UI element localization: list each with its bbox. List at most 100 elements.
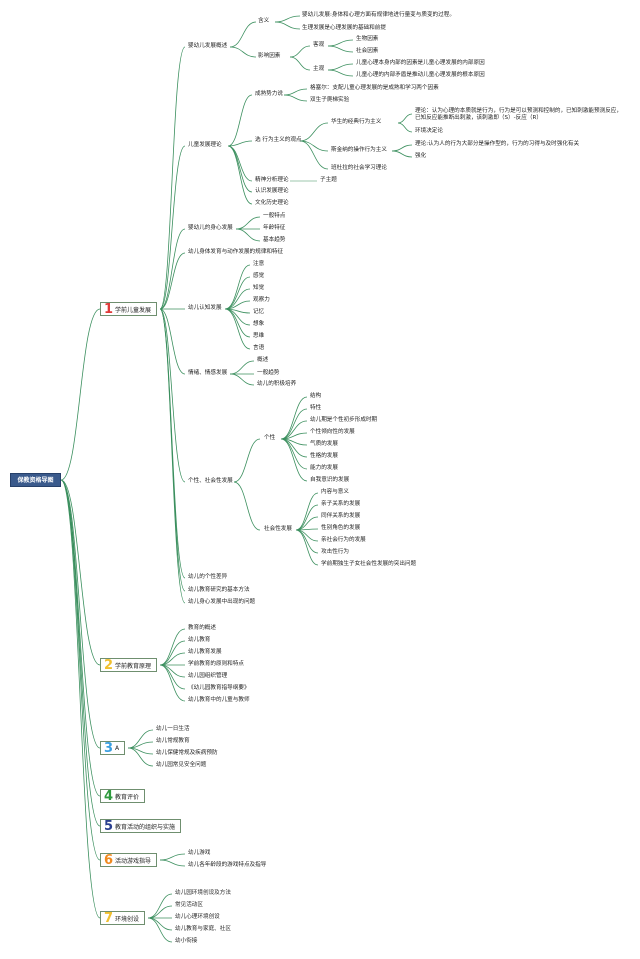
section-5-node[interactable]: 5 教育活动的组织与实施 xyxy=(100,818,182,834)
node-subjective-a[interactable]: 儿童心理本身内部的因素是儿童心理发展的内部原因 xyxy=(356,60,485,66)
node-edu-principle[interactable]: 幼儿园组织管理 xyxy=(188,673,228,679)
node-definition[interactable]: 含义 xyxy=(258,18,270,24)
section-4-node[interactable]: 4 教育评价 xyxy=(100,789,146,804)
node-personality[interactable]: 个性 xyxy=(264,435,276,441)
node-research-methods[interactable]: 幼儿教育研究的基本方法 xyxy=(188,587,250,593)
node-emotion-cultivation[interactable]: 幼儿的积极培养 xyxy=(257,381,297,387)
node-social-item[interactable]: 学前期独生子女社会性发展的突出问题 xyxy=(321,561,417,567)
node-social-item[interactable]: 性别角色的发展 xyxy=(321,525,361,531)
section-6-node[interactable]: 6 活动游戏指导 xyxy=(100,853,158,868)
node-social-item[interactable]: 同伴关系的发展 xyxy=(321,513,361,519)
node-psychoanalysis[interactable]: 精神分析理论 xyxy=(255,177,289,183)
node-physical-mental[interactable]: 婴幼儿的身心发展 xyxy=(188,225,233,231)
node-social-item[interactable]: 攻击性行为 xyxy=(321,549,349,555)
node-problems[interactable]: 幼儿身心发展中出现的问题 xyxy=(188,599,256,605)
node-bandura[interactable]: 班杜拉的社会学习理论 xyxy=(331,165,387,171)
section-label: 学前教育原理 xyxy=(115,662,152,670)
node-age-features[interactable]: 年龄特征 xyxy=(263,225,286,231)
node-cognitive-item[interactable]: 想象 xyxy=(253,321,265,327)
node-objective-b[interactable]: 社会因素 xyxy=(356,48,379,54)
node-basic-trends[interactable]: 基本趋势 xyxy=(263,237,286,243)
node-subjective[interactable]: 主观 xyxy=(313,66,325,72)
node-edu-principle[interactable]: 幼儿教育发展 xyxy=(188,649,222,655)
node-edu-principle[interactable]: 《幼儿园教育指导纲要》 xyxy=(188,685,250,691)
node-social-item[interactable]: 亲子关系的发展 xyxy=(321,501,361,507)
node-environment[interactable]: 幼儿教育与家庭、社区 xyxy=(175,926,231,932)
node-subjective-b[interactable]: 儿童心理的内部矛盾是推动儿童心理发展的根本原因 xyxy=(356,72,485,78)
section-3-node[interactable]: 3 A xyxy=(100,740,126,756)
node-personality-item[interactable]: 特性 xyxy=(310,405,322,411)
node-edu-principle[interactable]: 幼儿教育 xyxy=(188,637,211,643)
node-subtopic[interactable]: 子主题 xyxy=(320,177,337,183)
node-skinner[interactable]: 斯金纳的操作行为主义 xyxy=(331,147,387,153)
node-edu-principle[interactable]: 学前教育的原则和特点 xyxy=(188,661,244,667)
node-maturation[interactable]: 成熟势力说 xyxy=(255,91,283,97)
node-personality-item[interactable]: 自我意识的发展 xyxy=(310,477,350,483)
node-personality-item[interactable]: 个性倾向性的发展 xyxy=(310,429,355,435)
node-daily-life[interactable]: 幼儿保健常规及疾病预防 xyxy=(156,750,218,756)
node-games[interactable]: 幼儿游戏 xyxy=(188,850,211,856)
node-cultural-theory[interactable]: 文化历史理论 xyxy=(255,200,289,206)
node-daily-life[interactable]: 幼儿常规教育 xyxy=(156,738,190,744)
node-personality-social[interactable]: 个性、社会性发展 xyxy=(188,478,233,484)
node-personality-item[interactable]: 性格的发展 xyxy=(310,453,338,459)
node-skinner-a[interactable]: 理论:认为人的行为大部分是操作型的，行为的习得与及时强化有关 xyxy=(415,141,580,147)
section-7-node[interactable]: 7 环境创设 xyxy=(100,910,146,926)
node-cognitive-item[interactable]: 感觉 xyxy=(253,273,265,279)
section-number: 7 xyxy=(104,910,114,926)
node-social-item[interactable]: 内容与意义 xyxy=(321,489,349,495)
node-cognitive[interactable]: 幼儿认知发展 xyxy=(188,305,222,311)
section-label: 活动游戏指导 xyxy=(115,857,152,865)
section-number: 3 xyxy=(104,740,114,756)
section-number: 5 xyxy=(104,818,114,834)
node-personality-item[interactable]: 气质的发展 xyxy=(310,441,338,447)
node-games[interactable]: 幼儿各年龄段的游戏特点及指导 xyxy=(188,862,267,868)
node-personality-item[interactable]: 幼儿期是个性初步形成时期 xyxy=(310,417,378,423)
node-cognitive-item[interactable]: 记忆 xyxy=(253,309,265,315)
node-development-overview[interactable]: 婴幼儿发展概述 xyxy=(188,43,228,49)
section-label: 教育活动的组织与实施 xyxy=(115,823,176,831)
node-cognitive-item[interactable]: 思维 xyxy=(253,333,265,339)
node-motor-development[interactable]: 幼儿身体发育与动作发展的规律和特征 xyxy=(188,249,284,255)
node-personality-item[interactable]: 结构 xyxy=(310,393,322,399)
node-development-theory[interactable]: 儿童发展理论 xyxy=(188,142,222,148)
node-environment[interactable]: 常见活动区 xyxy=(175,902,203,908)
node-cognitive-theory[interactable]: 认识发展理论 xyxy=(255,188,289,194)
node-edu-principle[interactable]: 幼儿教育中的儿童与教师 xyxy=(188,697,250,703)
node-emotion[interactable]: 情绪、情感发展 xyxy=(188,370,228,376)
node-definition-b[interactable]: 生理发展是心理发展的基础和前提 xyxy=(302,25,386,31)
node-edu-principle[interactable]: 教育的概述 xyxy=(188,625,216,631)
node-definition-a[interactable]: 婴幼儿发展:身体和心理方面有规律地进行量变与质变的过程。 xyxy=(302,12,455,18)
node-environment[interactable]: 幼儿园环境创设及方法 xyxy=(175,890,231,896)
node-watson-b[interactable]: 环境决定论 xyxy=(415,128,443,134)
section-1-node[interactable]: 1 学前儿童发展 xyxy=(100,302,158,317)
node-watson[interactable]: 华生的经典行为主义 xyxy=(331,119,382,125)
root-node[interactable]: 保教资格导图 xyxy=(10,473,61,487)
node-daily-life[interactable]: 幼儿园常见安全问题 xyxy=(156,762,207,768)
node-maturation-a[interactable]: 格塞尔：支配儿童心理发展的是成熟和学习两个因素 xyxy=(310,85,439,91)
node-maturation-b[interactable]: 双生子爬梯实验 xyxy=(310,97,350,103)
section-label: 教育评价 xyxy=(115,793,140,801)
node-social[interactable]: 社会性发展 xyxy=(264,526,292,532)
node-objective-a[interactable]: 生物因素 xyxy=(356,36,379,42)
node-cognitive-item[interactable]: 观察力 xyxy=(253,297,270,303)
node-general-features[interactable]: 一般特点 xyxy=(263,213,286,219)
node-daily-life[interactable]: 幼儿一日生活 xyxy=(156,726,190,732)
section-2-node[interactable]: 2 学前教育原理 xyxy=(100,658,158,673)
node-cognitive-item[interactable]: 知觉 xyxy=(253,285,265,291)
node-emotion-trend[interactable]: 一般趋势 xyxy=(257,370,280,376)
node-individual-difference[interactable]: 幼儿的个性差异 xyxy=(188,574,228,580)
node-emotion-overview[interactable]: 概述 xyxy=(257,357,269,363)
node-objective[interactable]: 客观 xyxy=(313,42,325,48)
node-environment[interactable]: 幼儿心理环境创设 xyxy=(175,914,220,920)
node-behaviorism[interactable]: 选 行为主义的观点 xyxy=(255,137,302,143)
node-skinner-b[interactable]: 强化 xyxy=(415,153,427,159)
node-environment[interactable]: 幼小衔接 xyxy=(175,938,198,944)
node-cognitive-item[interactable]: 注意 xyxy=(253,261,265,267)
node-factors[interactable]: 影响因素 xyxy=(258,53,281,59)
node-social-item[interactable]: 亲社会行为的发展 xyxy=(321,537,366,543)
node-personality-item[interactable]: 能力的发展 xyxy=(310,465,338,471)
node-cognitive-item[interactable]: 言语 xyxy=(253,345,265,351)
node-watson-a[interactable]: 理论：认为心理的本质就是行为，行为是可以预测和控制的，已知刺激能预测反应，已知反… xyxy=(415,108,622,121)
